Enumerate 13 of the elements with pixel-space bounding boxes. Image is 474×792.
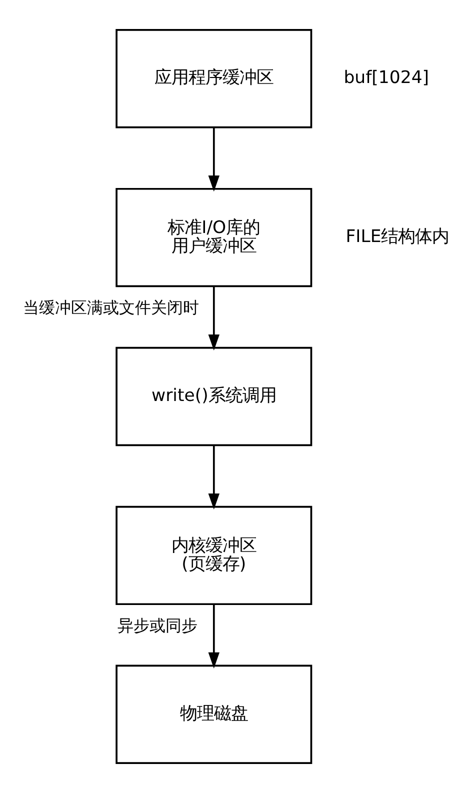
- edge-label: 异步或同步: [118, 615, 198, 634]
- edge-label: 当缓冲区满或文件关闭时: [22, 298, 199, 317]
- node-box: 物理磁盘: [116, 664, 312, 764]
- arrow: [208, 127, 220, 192]
- arrow: [208, 604, 220, 668]
- node-box: write()系统调用: [116, 346, 312, 446]
- node-box: 内核缓冲区(页缓存): [116, 505, 312, 605]
- node-box: 应用程序缓冲区: [116, 28, 312, 128]
- node-box: 标准I/O库的用户缓冲区: [116, 187, 312, 287]
- node-label: buf[1024]: [344, 68, 430, 88]
- node-label: FILE结构体内: [346, 226, 450, 247]
- arrow: [208, 286, 220, 350]
- arrow: [208, 445, 220, 509]
